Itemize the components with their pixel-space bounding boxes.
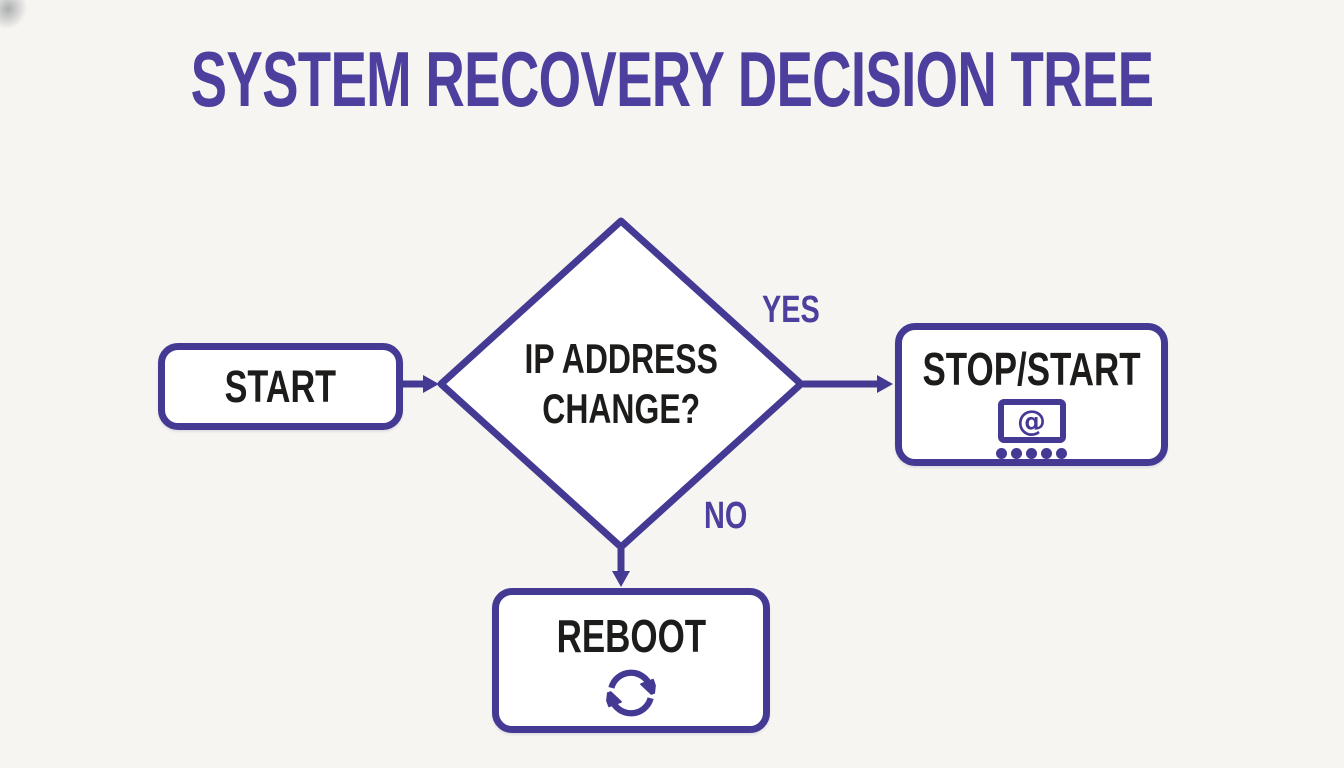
page-title: SYSTEM RECOVERY DECISION TREE xyxy=(190,35,1154,123)
node-reboot-label: REBOOT xyxy=(556,610,706,662)
edge-no-label: NO xyxy=(704,495,748,537)
node-decision: IP ADDRESS CHANGE? xyxy=(441,221,801,547)
monitor-at-icon: @ xyxy=(997,399,1066,443)
at-glyph: @ xyxy=(1017,403,1046,438)
arrow-start-to-decision-icon xyxy=(403,375,439,393)
edge-yes-label: YES xyxy=(762,289,820,331)
node-stop-start-label: STOP/START xyxy=(922,343,1141,395)
node-stop-start: STOP/START @ xyxy=(895,323,1168,466)
node-reboot: REBOOT xyxy=(492,588,770,733)
node-start: START xyxy=(158,343,403,430)
arrow-decision-to-reboot-icon xyxy=(612,549,630,587)
refresh-icon xyxy=(600,669,662,717)
node-start-label: START xyxy=(224,361,337,412)
keyboard-dots-icon xyxy=(996,448,1067,459)
node-decision-label: IP ADDRESS CHANGE? xyxy=(524,335,718,432)
scan-artifact xyxy=(0,0,46,48)
arrow-decision-to-stop-start-icon xyxy=(803,375,893,393)
